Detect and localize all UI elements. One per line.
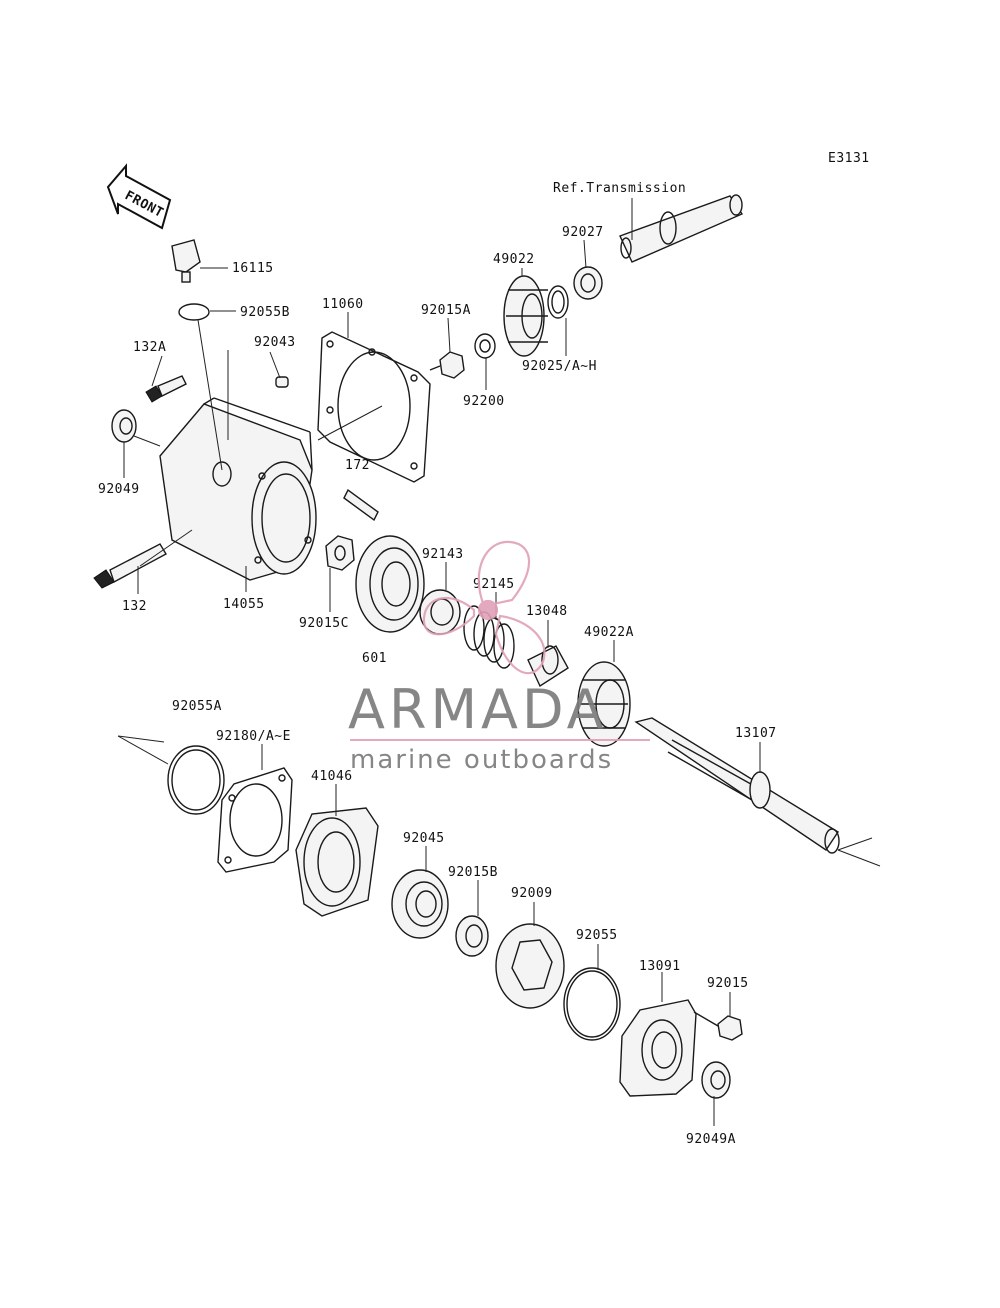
leader-lines [123,198,761,1126]
housing-14055 [159,397,317,581]
nut-92015B [455,915,489,957]
o-ring-92055B [178,303,210,321]
gasket-11060 [317,331,431,483]
part-label-92055A: 92055A [172,699,222,714]
washer-92200 [474,333,496,359]
diagram-code: E3131 [828,151,870,166]
seal-plate-92009 [495,923,565,1009]
part-label-92180: 92180/A~E [216,729,291,744]
drive-shaft-13107 [634,717,881,867]
bearing-holder-41046 [295,807,379,917]
plug-16115 [171,239,201,283]
part-label-16115: 16115 [232,261,274,276]
gasket-92180 [217,767,293,873]
part-label-92043: 92043 [254,335,296,350]
part-label-172: 172 [345,458,370,473]
bearing-601 [355,535,425,633]
part-label-14055: 14055 [223,597,265,612]
part-label-13048: 13048 [526,604,568,619]
part-label-92200: 92200 [463,394,505,409]
part-label-92055: 92055 [576,928,618,943]
part-label-92145: 92145 [473,577,515,592]
part-label-13091: 13091 [639,959,681,974]
shim-92025 [547,285,569,319]
part-label-92143: 92143 [422,547,464,562]
part-label-92045: 92045 [403,831,445,846]
armada-watermark: ARMADA marine outboards [348,540,650,775]
bolt-132A [145,375,187,403]
oil-seal-92049A [701,1061,731,1099]
part-label-132: 132 [122,599,147,614]
part-label-11060: 11060 [322,297,364,312]
nut-92015C [325,535,355,571]
part-label-92015A: 92015A [421,303,471,318]
part-label-92015: 92015 [707,976,749,991]
cover-13091 [619,999,697,1097]
part-label-92025: 92025/A~H [522,359,597,374]
dowel-pin-92043 [275,376,289,388]
part-label-92015C: 92015C [299,616,349,631]
watermark-brand: ARMADA [348,678,608,741]
nut-92015A [429,351,465,379]
watermark-tagline: marine outboards [350,745,613,775]
o-ring-92055A [117,735,225,815]
reference-label: Ref.Transmission [553,181,686,196]
o-ring-92055 [563,967,621,1041]
oil-seal-92049 [111,409,137,443]
part-label-41046: 41046 [311,769,353,784]
part-label-13107: 13107 [735,726,777,741]
propeller-logo-icon [422,540,546,675]
part-label-92027: 92027 [562,225,604,240]
nut-92015 [693,1011,743,1041]
part-label-132A: 132A [133,340,166,355]
part-label-49022: 49022 [493,252,535,267]
collar-13048 [527,645,569,688]
washer-92027 [573,266,603,300]
part-label-92009: 92009 [511,886,553,901]
bolt-132 [93,543,167,589]
part-label-92015B: 92015B [448,865,498,880]
bevel-gear-49022A [577,661,631,747]
stud-bolt [343,488,379,522]
part-label-92049A: 92049A [686,1132,736,1147]
part-label-49022A: 49022A [584,625,634,640]
part-label-601: 601 [362,651,387,666]
front-arrow-icon: FRONT [106,163,172,230]
part-label-92049: 92049 [98,482,140,497]
bearing-92045 [391,869,449,939]
transmission-shaft [619,194,744,263]
part-labels: 16115 92055B 11060 132A 92043 92015A 490… [98,225,777,1147]
part-label-92055B: 92055B [240,305,290,320]
bevel-gear-49022 [503,275,548,357]
